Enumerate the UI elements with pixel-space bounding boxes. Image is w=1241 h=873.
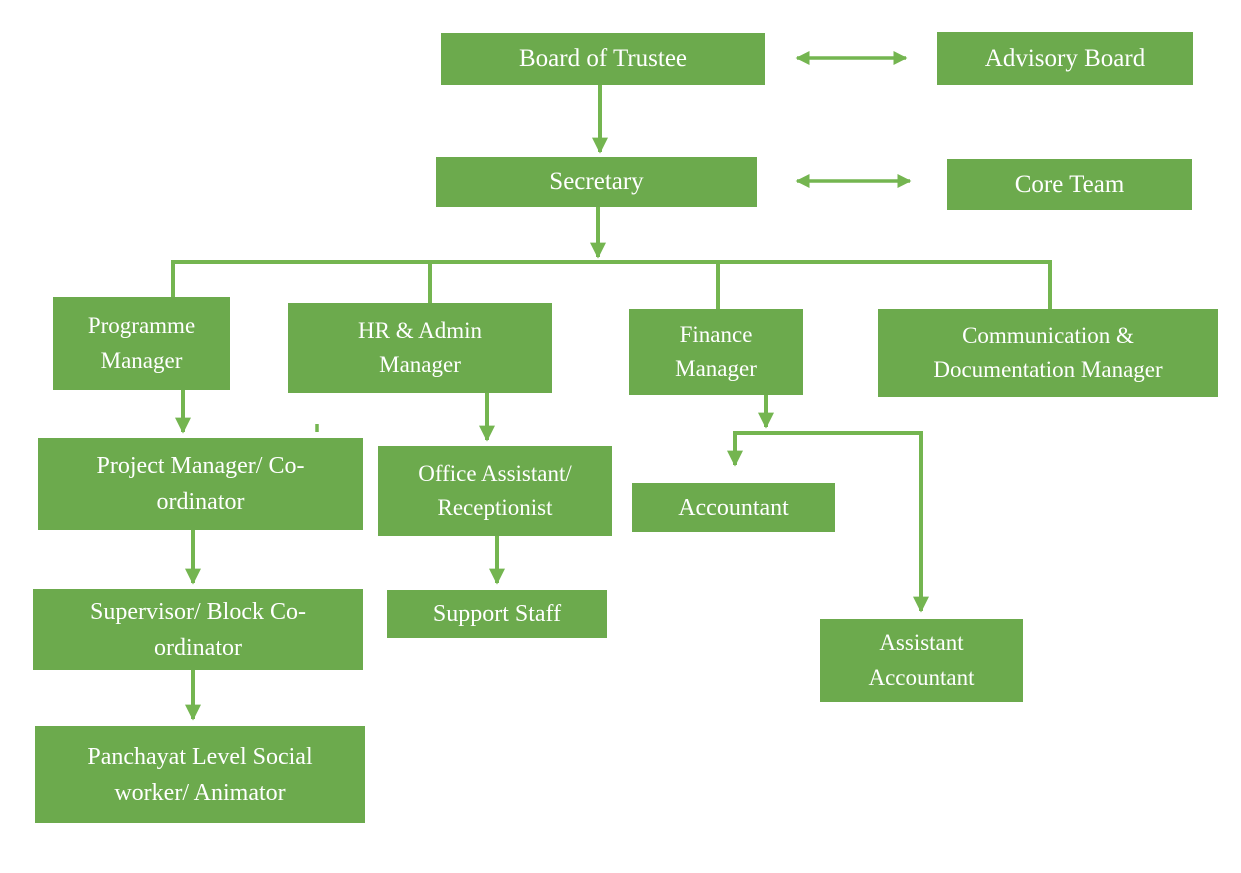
node-board-of-trustee: Board of Trustee [441,33,765,85]
connector-distribution-line [171,260,1052,309]
node-accountant: Accountant [632,483,835,532]
node-supervisor-block-coordinator: Supervisor/ Block Co- ordinator [33,589,363,670]
node-hr-admin-manager: HR & Admin Manager [288,303,552,393]
node-finance-manager: Finance Manager [629,309,803,395]
node-programme-manager: Programme Manager [53,297,230,390]
node-communication-documentation-manager: Communication & Documentation Manager [878,309,1218,397]
node-secretary: Secretary [436,157,757,207]
node-panchayat-level-social-worker-animator: Panchayat Level Social worker/ Animator [35,726,365,823]
node-core-team: Core Team [947,159,1192,210]
node-office-assistant-receptionist: Office Assistant/ Receptionist [378,446,612,536]
node-support-staff: Support Staff [387,590,607,638]
node-project-manager-coordinator: Project Manager/ Co- ordinator [38,438,363,530]
node-assistant-accountant: Assistant Accountant [820,619,1023,702]
node-advisory-board: Advisory Board [937,32,1193,85]
